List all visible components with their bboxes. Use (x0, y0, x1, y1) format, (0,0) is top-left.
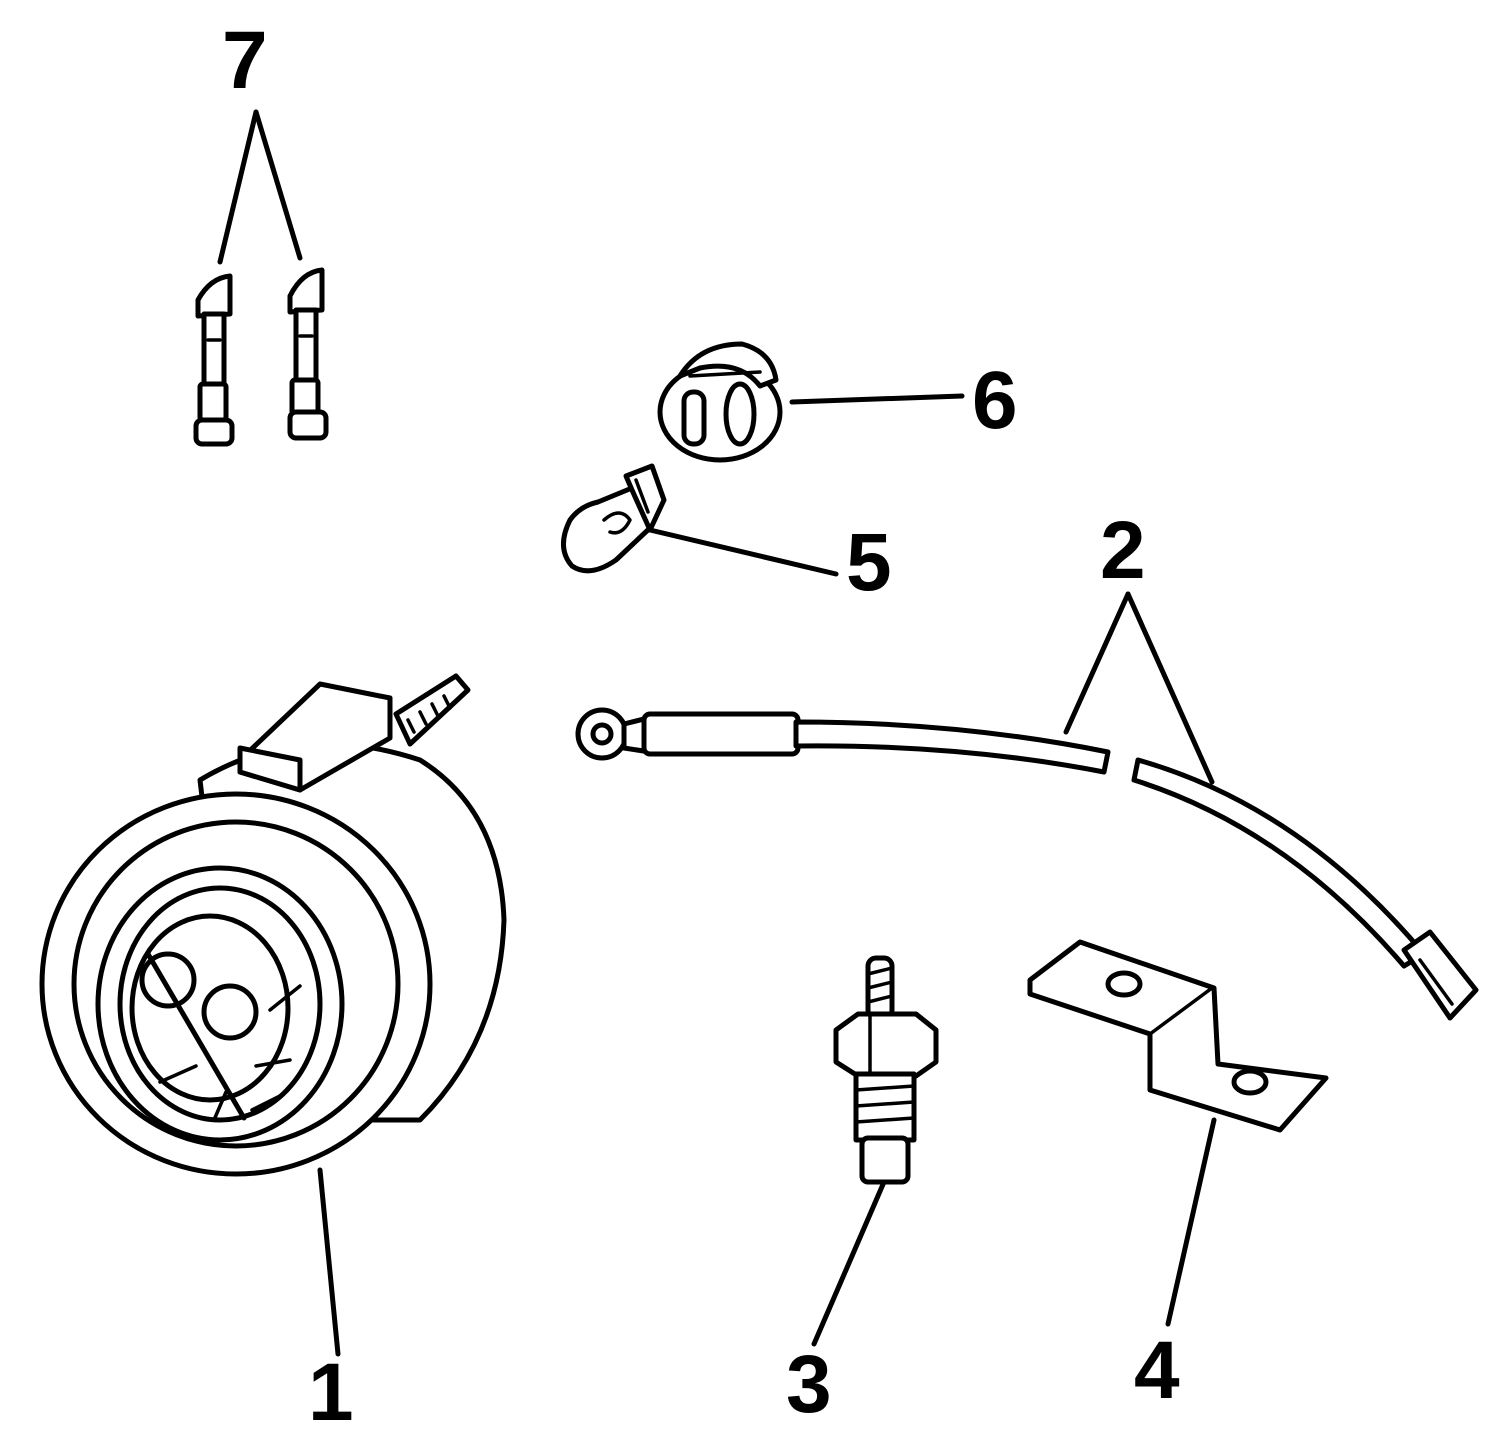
callout-1-leader (317, 1167, 341, 1357)
bulb-socket-icon (657, 341, 783, 463)
bulb-icon (561, 463, 667, 574)
callout-7-leaders (217, 109, 303, 265)
callout-7: 7 (222, 15, 268, 106)
callout-6: 6 (972, 355, 1018, 446)
callout-4: 4 (1134, 1325, 1180, 1416)
callout-3: 3 (786, 1339, 832, 1430)
bracket-icon (1027, 939, 1329, 1133)
callout-5-leader (647, 527, 839, 577)
callout-2-leaders (1063, 591, 1215, 785)
callout-3-leader (811, 1179, 887, 1347)
callout-5: 5 (846, 517, 892, 608)
sender-icon (833, 955, 939, 1185)
callout-6-leader (789, 393, 965, 405)
callout-4-leader (1165, 1117, 1217, 1327)
wire-lead-icon (575, 707, 1479, 1021)
callout-2: 2 (1100, 505, 1146, 596)
terminal-icon (193, 267, 329, 447)
gauge-icon (39, 673, 507, 1177)
callout-1: 1 (308, 1347, 354, 1438)
